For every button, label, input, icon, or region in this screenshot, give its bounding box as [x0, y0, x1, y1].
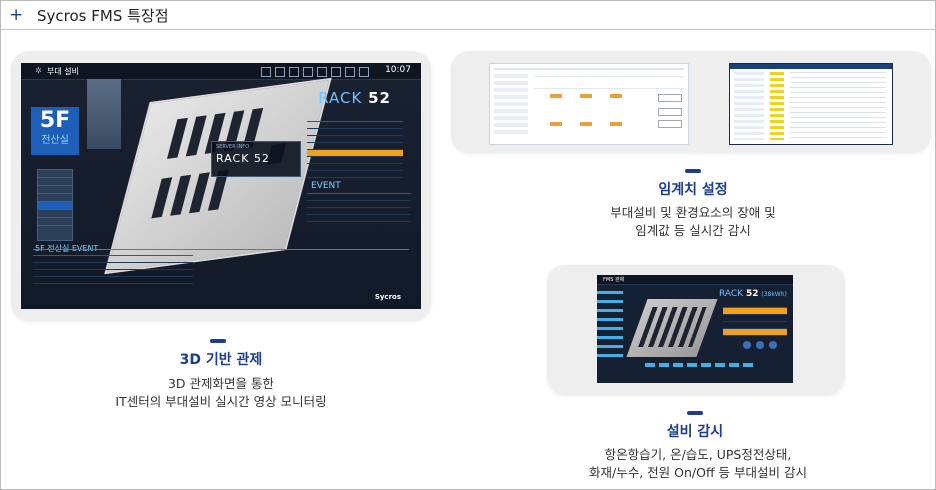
dashboard-topbar: ✲ 부대 설비 10:07: [21, 63, 421, 80]
floor-badge[interactable]: 5F 전산실: [31, 107, 79, 155]
building-image: [87, 79, 121, 149]
equipment-status-icons: [743, 341, 777, 349]
equipment-rack-title: RACK 52 (38kWh): [719, 289, 787, 299]
equipment-left-tags: [597, 291, 623, 361]
server-info-title: SERVER INFO: [216, 144, 250, 150]
feature-marker-equipment: [687, 411, 703, 415]
screenshot-card-equipment: FMS 관제 RACK 52 (38kWh): [547, 265, 845, 395]
toolbar-icons: [261, 67, 371, 77]
floor-stack: [37, 169, 73, 241]
feature-desc-equipment: 항온항습기, 온/습도, UPS정전상태, 화재/누수, 전원 On/Off 등…: [589, 447, 807, 480]
feature-title-equipment: 설비 감시: [666, 424, 724, 440]
server-info-popup[interactable]: SERVER INFO RACK 52: [211, 141, 301, 177]
event-divider: [33, 249, 409, 250]
feature-desc-3d: 3D 관제화면을 통한 IT센터의 부대설비 실시간 영상 모니터링: [115, 376, 327, 409]
server-info-rack: RACK 52: [216, 152, 270, 165]
gear-icon: ✲: [35, 66, 42, 75]
feature-title-threshold: 임계치 설정: [658, 182, 728, 198]
dashboard-menu-title: 부대 설비: [47, 67, 79, 76]
feature-marker-3d: [210, 339, 226, 343]
screenshot-card-3d: ✲ 부대 설비 10:07 5F 전산실: [11, 51, 431, 321]
threshold-settings-screenshot[interactable]: [489, 63, 689, 145]
screenshot-card-threshold: [451, 51, 931, 153]
event-panel-title: EVENT: [311, 181, 341, 191]
feature-title-3d: 3D 기반 관제: [179, 352, 263, 368]
header-divider: [1, 29, 935, 30]
floor-event-title: 5F 전산실 EVENT: [35, 243, 98, 254]
dashboard-time: 10:07: [385, 65, 411, 75]
dashboard-screenshot-3d[interactable]: ✲ 부대 설비 10:07 5F 전산실: [21, 63, 421, 309]
rack-title: RACK 52: [318, 89, 391, 107]
equipment-menu-title: FMS 관제: [603, 277, 625, 283]
page-title: Sycros FMS 특장점: [37, 6, 169, 25]
threshold-list-screenshot[interactable]: [729, 63, 893, 145]
floor-event-table[interactable]: [33, 255, 193, 284]
event-table[interactable]: [307, 193, 411, 222]
floor-sub-label: 전산실: [41, 135, 69, 146]
brand-logo: Sycros: [374, 293, 401, 301]
equipment-3d-floor[interactable]: [626, 299, 718, 357]
equipment-monitor-screenshot[interactable]: FMS 관제 RACK 52 (38kWh): [597, 275, 793, 383]
rack-device-table[interactable]: [307, 121, 403, 178]
equipment-rack-table[interactable]: [723, 307, 787, 336]
page-header: + Sycros FMS 특장점: [9, 5, 169, 25]
floor-label: 5F: [39, 108, 71, 133]
plus-icon[interactable]: +: [9, 5, 24, 25]
equipment-bottom-tags: [645, 363, 755, 367]
feature-marker-threshold: [685, 169, 701, 173]
feature-desc-threshold: 부대설비 및 환경요소의 장애 및 임계값 등 실시간 감시: [610, 205, 776, 238]
